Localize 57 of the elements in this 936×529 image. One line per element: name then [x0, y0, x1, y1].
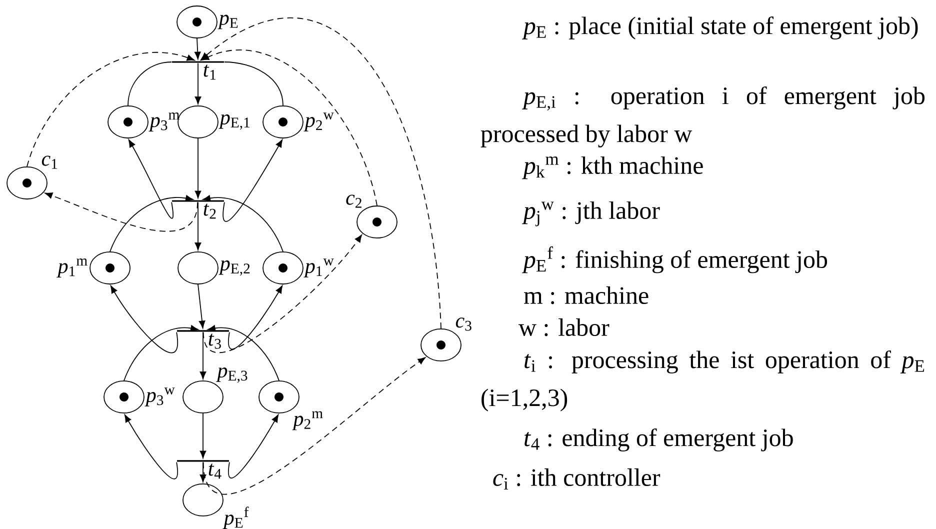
notation-text: w : labor: [518, 318, 610, 336]
node-label: t$_{1}$: [204, 64, 216, 80]
arrow: [198, 284, 206, 328]
node-label: c$_{3}$: [456, 318, 472, 331]
notation-text: p$_{j}$$^{w}$ : jth labor: [522, 201, 660, 226]
node-label: c$_{1}$: [42, 156, 58, 169]
notation-text: p$_{k}$$^{m}$ : kth machine: [522, 156, 703, 180]
transition-bar: t$_{2}$: [172, 200, 224, 219]
arrow: [194, 38, 201, 60]
node-label: p$_{E,3}$: [216, 367, 248, 383]
dashed-arrow: [200, 18, 442, 329]
arrow: [124, 414, 178, 480]
notation-text: t$_{i}$ : processing the ist operation of p$_{E}$ (i=1,2,3): [482, 350, 924, 412]
arc-line: [128, 62, 172, 106]
arrow: [200, 332, 206, 380]
transition-bar: t$_{4}$: [177, 460, 229, 479]
node-label: p$_{2}$w: [304, 112, 334, 132]
notation-text: p$_{E}$ : place (initial state of emergent job): [522, 16, 918, 40]
node-label: p$_{E}$f: [222, 506, 249, 529]
dashed-arrow: [201, 50, 378, 206]
node-label: p$_{1}$m: [56, 258, 88, 278]
notation-text: c$_{i}$ : ith controller: [493, 468, 660, 490]
node-label: p$_{2}$m: [292, 411, 323, 430]
node-label: t$_{4}$: [208, 464, 222, 479]
arrow: [208, 325, 280, 381]
notation-text: m : machine: [524, 286, 648, 304]
notation-text: p$_{E}$$^{f}$ : finishing of emergent job: [522, 246, 828, 274]
arrow: [194, 62, 202, 104]
node-label: p$_{3}$m: [148, 112, 180, 132]
arrow: [228, 414, 279, 478]
arrow: [202, 195, 284, 252]
transition-bar: t$_{3}$: [177, 330, 229, 349]
arrow: [110, 286, 178, 353]
node-label: p$_{E}$: [218, 14, 238, 30]
node-label: p$_{1}$w: [304, 258, 334, 278]
transition-bar: t$_{1}$: [172, 61, 224, 80]
notation-text: t$_{4}$ : ending of emergent job: [524, 428, 793, 452]
arrow: [228, 286, 283, 350]
arrow: [128, 140, 174, 219]
arrow: [194, 138, 202, 198]
node-label: c$_{2}$: [346, 194, 362, 208]
arrow: [110, 195, 194, 252]
dashed-arrow: [202, 234, 362, 353]
arrow: [124, 325, 198, 381]
dashed-arrow: [26, 52, 195, 167]
arrow: [222, 140, 283, 222]
arrow: [200, 412, 206, 458]
node-label: t$_{3}$: [208, 334, 221, 349]
dashed-arrow: [44, 192, 198, 232]
arrow: [200, 462, 206, 482]
node-label: t$_{2}$: [204, 204, 216, 219]
arrow: [194, 202, 202, 250]
node-label: p$_{E,1}$: [218, 114, 250, 130]
node-label: p$_{3}$w: [144, 388, 175, 406]
dashed-arrow: [202, 357, 426, 495]
arc-line: [224, 62, 284, 106]
node-label: p$_{E,2}$: [218, 260, 250, 276]
